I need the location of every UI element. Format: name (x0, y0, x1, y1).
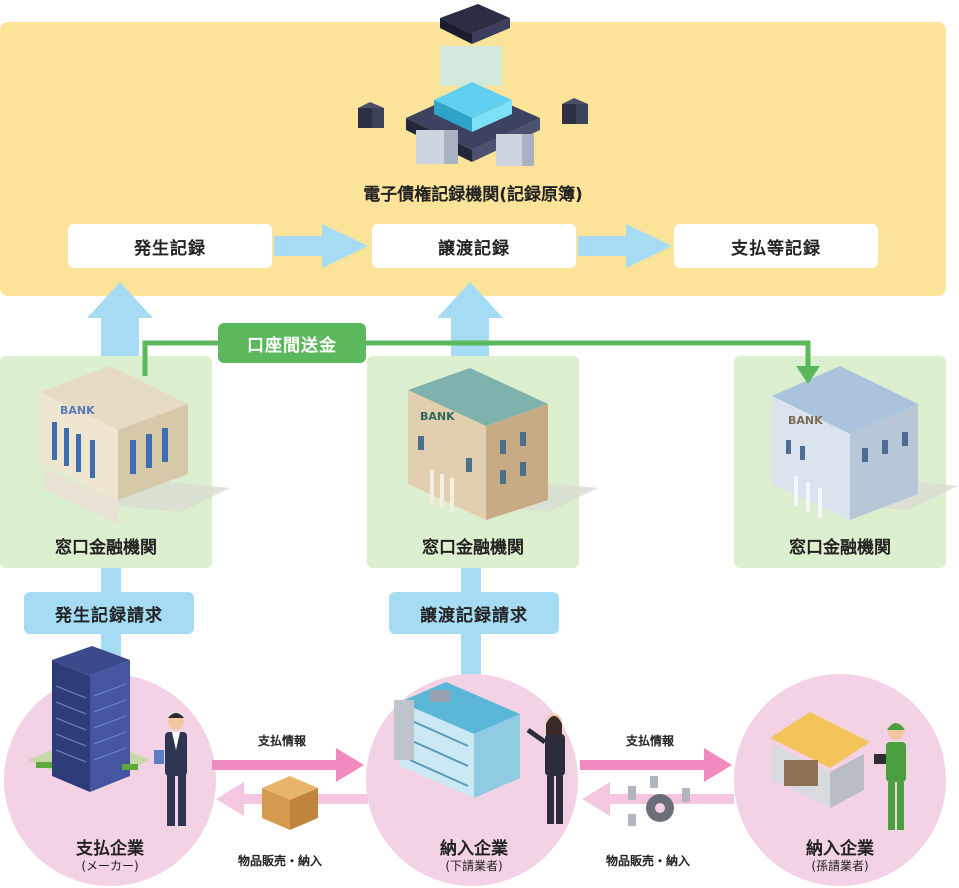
bank-building-icon-2: BANK (408, 368, 598, 520)
goods-label-2: 物品販売・納入 (606, 854, 691, 868)
goods-label-1: 物品販売・納入 (238, 854, 323, 868)
cardboard-box-icon (262, 776, 318, 830)
gear-parts-icon (628, 776, 690, 826)
payment-record-box: 支払等記録 (674, 224, 878, 268)
bank-label: 窓口金融機関 (789, 538, 891, 558)
company-name-2: 納入企業 (下請業者) (414, 839, 534, 874)
issuance-request-box: 発生記録請求 (24, 592, 194, 634)
transfer-record-box: 譲渡記録 (372, 224, 576, 268)
registry-title: 電子債権記録機関(記録原簿) (363, 185, 583, 205)
warehouse-icon (770, 712, 870, 808)
bank-label: 窓口金融機関 (422, 538, 524, 558)
office-tower-icon (28, 646, 150, 792)
company-name-3: 納入企業 (孫請業者) (780, 839, 900, 874)
company-subtitle: (孫請業者) (811, 859, 869, 873)
businessman-icon (154, 713, 187, 826)
company-name-1: 支払企業 (メーカー) (50, 839, 170, 874)
bank-building-icon-1: BANK (40, 366, 230, 524)
businesswoman-icon (526, 714, 565, 824)
issuance-record-box: 発生記録 (68, 224, 272, 268)
payment-info-label-1: 支払情報 (258, 734, 307, 748)
svg-text:BANK: BANK (788, 414, 823, 427)
account-transfer-label: 口座間送金 (218, 323, 366, 363)
company-title: 支払企業 (76, 839, 144, 859)
company-title: 納入企業 (806, 839, 874, 859)
bank-label: 窓口金融機関 (55, 538, 157, 558)
worker-icon (874, 723, 906, 830)
svg-text:BANK: BANK (60, 404, 95, 417)
company-subtitle: (メーカー) (81, 859, 139, 873)
svg-text:BANK: BANK (420, 410, 455, 423)
factory-building-icon (394, 682, 520, 798)
company-title: 納入企業 (440, 839, 508, 859)
payment-info-label-2: 支払情報 (626, 734, 675, 748)
transfer-request-box: 譲渡記録請求 (389, 592, 559, 634)
company-subtitle: (下請業者) (445, 859, 503, 873)
